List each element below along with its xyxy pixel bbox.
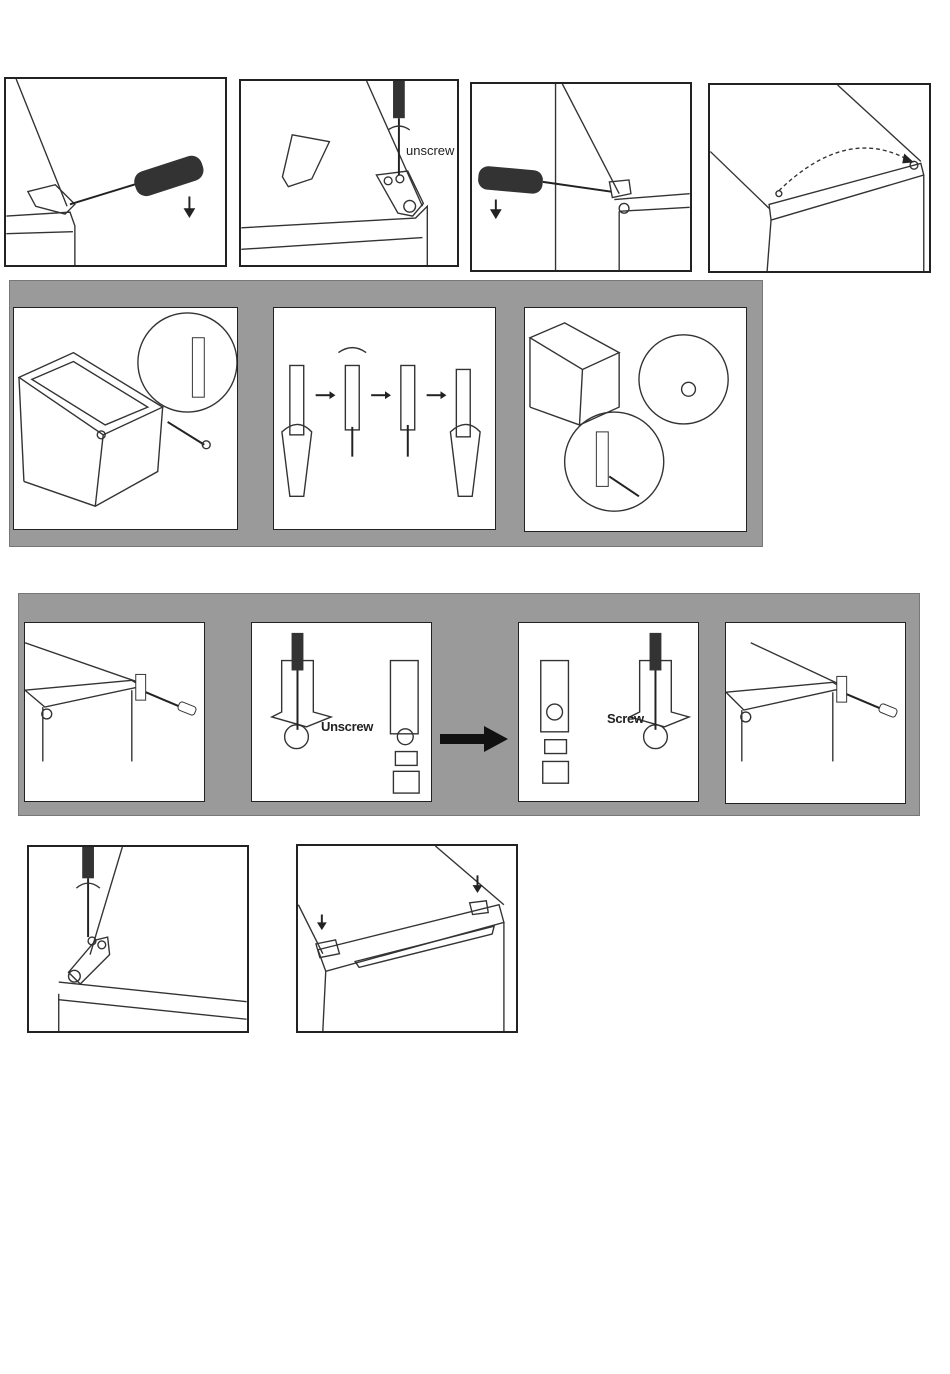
step-remove-door (13, 307, 238, 530)
step-screw-top-hinge (27, 845, 249, 1033)
step-fix-door-top (24, 622, 205, 802)
step-remove-hinge-pin-cap (470, 82, 692, 272)
step-remove-hinge-cover (4, 77, 227, 267)
right-arrow-icon (440, 726, 508, 752)
step-swap-hinge-pin (273, 307, 496, 530)
unscrew-label: unscrew (406, 143, 454, 158)
screwdriver-icon (6, 79, 225, 265)
unscrew-bold-label: Unscrew (321, 719, 373, 734)
wrench-icon (274, 308, 495, 529)
step-refit-door-other-side (524, 307, 747, 532)
step-unscrew-top-hinge: unscrew (239, 79, 459, 267)
step-refit-hinge-covers (296, 844, 518, 1033)
magnifier-circle-icon (639, 335, 728, 424)
step-screw-hinge-pin: Screw (518, 622, 699, 802)
screwdriver-icon (29, 847, 247, 1031)
magnifier-circle-icon (138, 313, 237, 412)
step-fix-door-top-other-side (725, 622, 906, 804)
step-unscrew-hinge-pin: Unscrew (251, 622, 432, 802)
screw-bold-label: Screw (607, 711, 644, 726)
step-move-pin-to-other-side (708, 83, 931, 273)
hinge-icon (241, 81, 457, 265)
